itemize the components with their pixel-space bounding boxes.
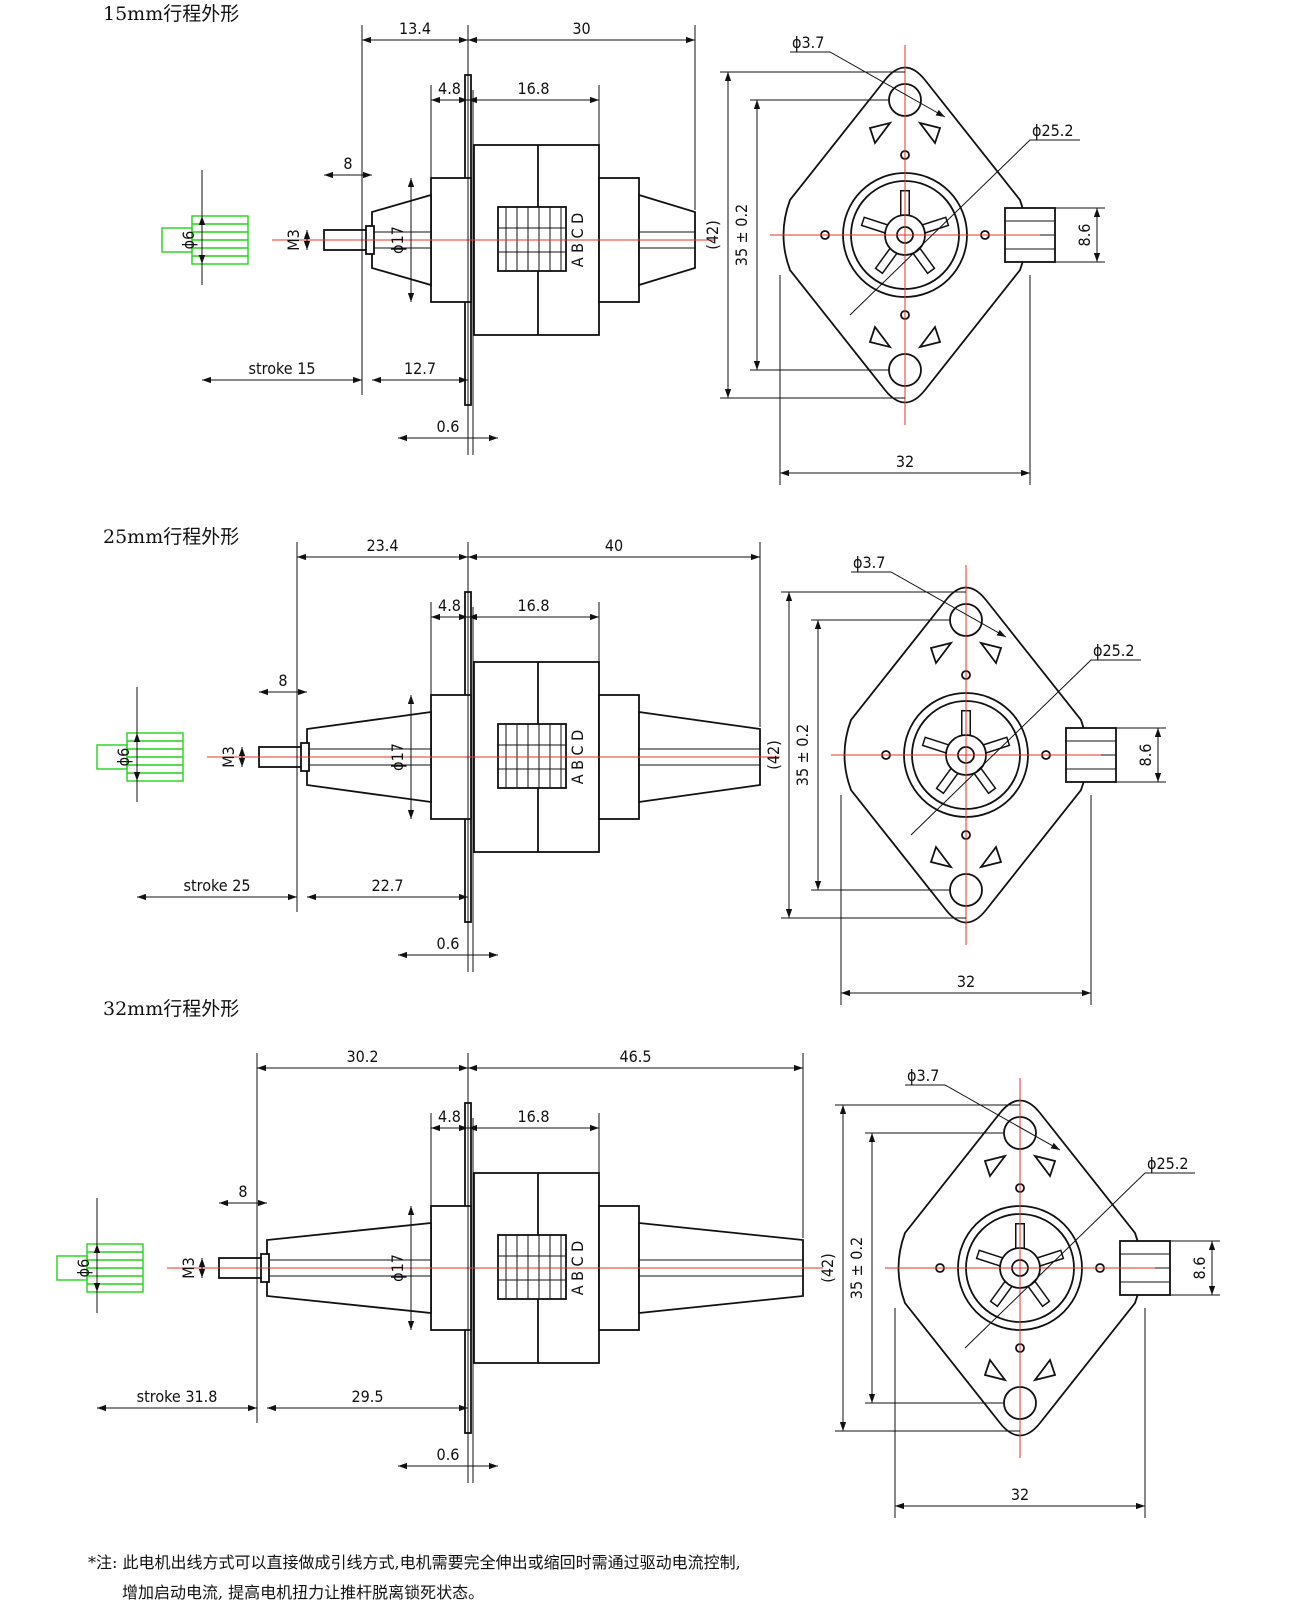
view2-side-dim-thread-len-label: 8	[278, 671, 287, 690]
view2-front-rib	[929, 845, 954, 869]
view1-side-dim-flange-offset-label: 4.8	[438, 79, 461, 98]
view3-side-dim-thread-len-label: 8	[238, 1182, 247, 1201]
view3-side-dim-overall-left-label: 30.2	[346, 1047, 378, 1066]
view3-front-leader-hole	[905, 1084, 1061, 1151]
view3-side-dim-stroke-label: stroke 31.8	[137, 1387, 218, 1406]
footnote-line-2: 增加启动电流, 提高电机扭力让推杆脱离锁死状态。	[122, 1583, 484, 1602]
view3-front-rib	[983, 1358, 1008, 1382]
view1-front-dim-hole-pitch-label: 35 ± 0.2	[732, 204, 751, 266]
view1-front-body-dia-label: ϕ25.2	[1032, 121, 1074, 140]
view2-side-dim-flange-thk-label: 0.6	[437, 934, 460, 953]
view1-front-dim-overall-h-label: (42)	[703, 220, 722, 250]
view2-side-dim-flange-offset-label: 4.8	[438, 596, 461, 615]
view2-front-rib	[929, 641, 954, 665]
view2-side-connector	[497, 723, 567, 789]
view3-side-dim-flange-offset-label: 4.8	[438, 1107, 461, 1126]
view2-front-dim-shaft-h-label: 8.6	[1136, 744, 1155, 767]
view3-front-rib	[983, 1154, 1008, 1178]
view3-front-rib	[1032, 1358, 1057, 1382]
view1-side-dim-core-dia-label: ϕ17	[388, 226, 407, 254]
view2-title: 25mm行程外形	[103, 526, 239, 548]
view1-front-leader-body	[849, 139, 1080, 316]
view3-front-dim-shaft-h-label: 8.6	[1190, 1257, 1209, 1280]
view3-front-leader-body	[964, 1172, 1195, 1349]
view1-side-dim-overall-left-label: 13.4	[399, 19, 431, 38]
view1-front-dim-shaft-h-label: 8.6	[1075, 224, 1094, 247]
view1-front-leader-hole	[790, 51, 946, 118]
view3-side-dim-shaft-dia-label: ϕ6	[74, 1259, 93, 1278]
view1-front-rib	[917, 325, 942, 349]
view3-front-body-dia-label: ϕ25.2	[1147, 1154, 1189, 1173]
view3-side-dim-core-dia-label: ϕ17	[388, 1254, 407, 1282]
view1-side-dim-flange-thk-label: 0.6	[437, 417, 460, 436]
view3-front-dim-hole-pitch-label: 35 ± 0.2	[847, 1237, 866, 1299]
view2-side-dim-core-length-label: 16.8	[517, 596, 549, 615]
view2-front-dim-width-label: 32	[957, 972, 975, 991]
view2-side-dim-front-len-label: 22.7	[371, 876, 403, 895]
view1-front-rib	[868, 325, 893, 349]
view1-side-dim-thread-len-label: 8	[343, 154, 352, 173]
view3-front-dim-width-label: 32	[1011, 1485, 1029, 1504]
view1-side-dim-front-len-label: 12.7	[404, 359, 436, 378]
view2-side-dim-stroke-label: stroke 25	[183, 876, 250, 895]
view1-side-dim-core-length-label: 16.8	[517, 79, 549, 98]
view3-side-dim-thread-label: M3	[179, 1257, 198, 1279]
view1-front-rib	[917, 121, 942, 145]
view3-front-hole-dia-label: ϕ3.7	[907, 1066, 939, 1085]
view1-side-dim-stroke-label: stroke 15	[248, 359, 315, 378]
view1-title: 15mm行程外形	[103, 3, 239, 25]
view1-front-hole-dia-label: ϕ3.7	[792, 33, 824, 52]
view3-front-rib	[1032, 1154, 1057, 1178]
view3-title: 32mm行程外形	[103, 998, 239, 1020]
view2-front-dim-overall-h-label: (42)	[764, 740, 783, 770]
view3-side-dim-core-length-label: 16.8	[517, 1107, 549, 1126]
view2-side-dim-overall-left-label: 23.4	[366, 536, 398, 555]
view2-front-leader-hole	[851, 571, 1007, 638]
view2-front-hole-dia-label: ϕ3.7	[853, 553, 885, 572]
view2-side-dim-overall-right-label: 40	[605, 536, 623, 555]
view1-side-dim-thread-label: M3	[284, 229, 303, 251]
view2-side-dim-shaft-dia-label: ϕ6	[114, 748, 133, 767]
view2-front-rib	[978, 641, 1003, 665]
view1-side-connector	[497, 206, 567, 272]
view1-side-dim-shaft-dia-label: ϕ6	[179, 231, 198, 250]
view3-side-dim-overall-right-label: 46.5	[619, 1047, 651, 1066]
view2-front-dim-hole-pitch-label: 35 ± 0.2	[793, 724, 812, 786]
view2-side-dim-core-dia-label: ϕ17	[388, 743, 407, 771]
view1-front-dim-width-label: 32	[896, 452, 914, 471]
view2-side-dim-thread-label: M3	[219, 746, 238, 768]
view1-front-rib	[868, 121, 893, 145]
view3-front-dim-overall-h-label: (42)	[818, 1253, 837, 1283]
view2-front-body-dia-label: ϕ25.2	[1093, 641, 1135, 660]
view2-front-leader-body	[910, 659, 1141, 836]
view3-side-dim-flange-thk-label: 0.6	[437, 1445, 460, 1464]
view2-front-rib	[978, 845, 1003, 869]
view3-side-dim-front-len-label: 29.5	[351, 1387, 383, 1406]
view1-side-dim-overall-right-label: 30	[572, 19, 590, 38]
footnote-line-1: *注: 此电机出线方式可以直接做成引线方式,电机需要完全伸出或缩回时需通过驱动电…	[88, 1553, 741, 1572]
view3-side-connector	[497, 1234, 567, 1300]
